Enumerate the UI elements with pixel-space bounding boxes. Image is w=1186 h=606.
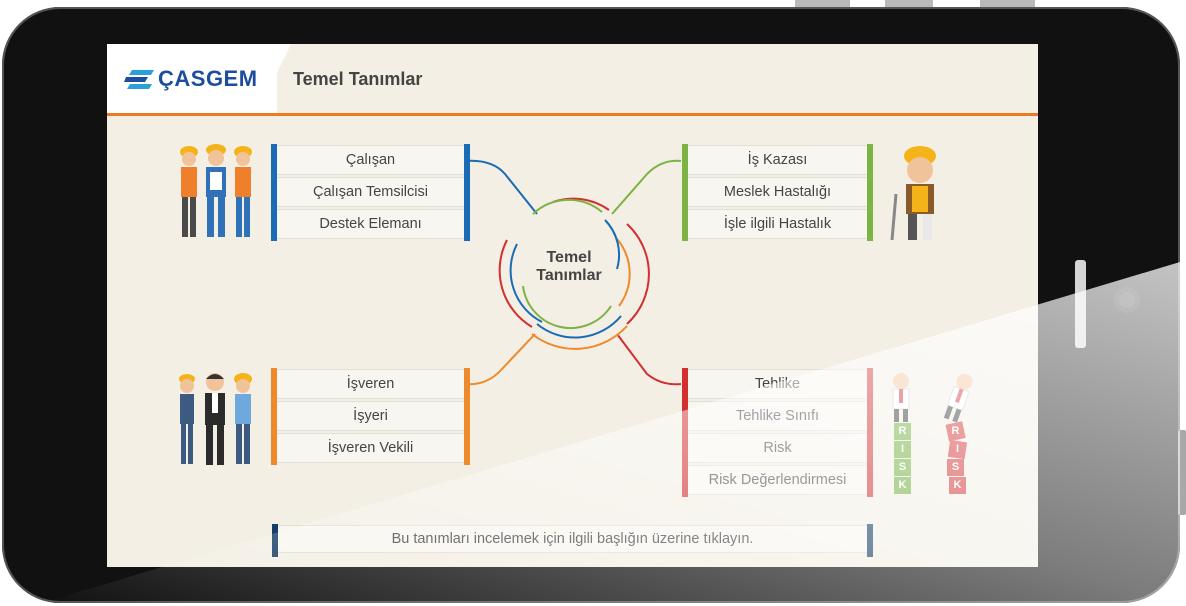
item-tehlike-sinifi[interactable]: Tehlike Sınıfı xyxy=(682,400,873,433)
risk-letter: I xyxy=(900,443,905,455)
risk-letter: K xyxy=(898,479,907,491)
item-calisan-temsilcisi[interactable]: Çalışan Temsilcisi xyxy=(271,176,470,209)
item-risk-degerlendirmesi[interactable]: Risk Değerlendirmesi xyxy=(682,464,873,497)
center-label-line2: Tanımlar xyxy=(536,267,602,284)
phone-camera xyxy=(1114,287,1140,313)
logo-text: ÇASGEM xyxy=(158,66,258,91)
header-divider xyxy=(107,113,1038,116)
item-destek-elemani[interactable]: Destek Elemanı xyxy=(271,208,470,241)
item-tehlike[interactable]: Tehlike xyxy=(682,368,873,401)
item-risk[interactable]: Risk xyxy=(682,432,873,465)
casgem-logo: ÇASGEM xyxy=(124,66,258,92)
item-calisan[interactable]: Çalışan xyxy=(271,144,470,177)
item-isle-ilgili-hastalik[interactable]: İşle ilgili Hastalık xyxy=(682,208,873,241)
phone-button xyxy=(980,0,1035,10)
staff-illustration xyxy=(179,373,252,465)
risk-letter: S xyxy=(951,461,960,473)
risk-letter: I xyxy=(955,443,960,455)
risk-letter: S xyxy=(898,461,907,473)
item-isveren[interactable]: İşveren xyxy=(271,368,470,401)
instruction-text: Bu tanımları incelemek için ilgili başlı… xyxy=(391,531,754,547)
item-meslek-hastaligi[interactable]: Meslek Hastalığı xyxy=(682,176,873,209)
injured-worker-illustration xyxy=(890,146,936,241)
item-is-kazasi[interactable]: İş Kazası xyxy=(682,144,873,177)
center-label-line1: Temel xyxy=(546,249,592,266)
slide-header: ÇASGEM Temel Tanımlar xyxy=(107,44,1038,114)
phone-side-key xyxy=(1178,430,1186,515)
phone-button xyxy=(885,0,933,10)
center-label: Temel Tanımlar xyxy=(519,249,619,285)
risk-letter: K xyxy=(953,479,962,491)
risk-letter: R xyxy=(951,425,960,437)
page-title: Temel Tanımlar xyxy=(293,69,423,89)
casgem-logo-icon xyxy=(124,70,154,89)
item-isyeri[interactable]: İşyeri xyxy=(271,400,470,433)
phone-button xyxy=(795,0,850,10)
phone-side-slot xyxy=(1075,260,1086,348)
logo-slant xyxy=(257,44,291,114)
risk-letter: R xyxy=(898,425,907,437)
instruction-bar: Bu tanımları incelemek için ilgili başlı… xyxy=(272,524,873,557)
workers-illustration xyxy=(180,144,252,237)
item-isveren-vekili[interactable]: İşveren Vekili xyxy=(271,432,470,465)
slide-screen: ÇASGEM Temel Tanımlar Temel Tanımlar Çal… xyxy=(107,44,1038,567)
